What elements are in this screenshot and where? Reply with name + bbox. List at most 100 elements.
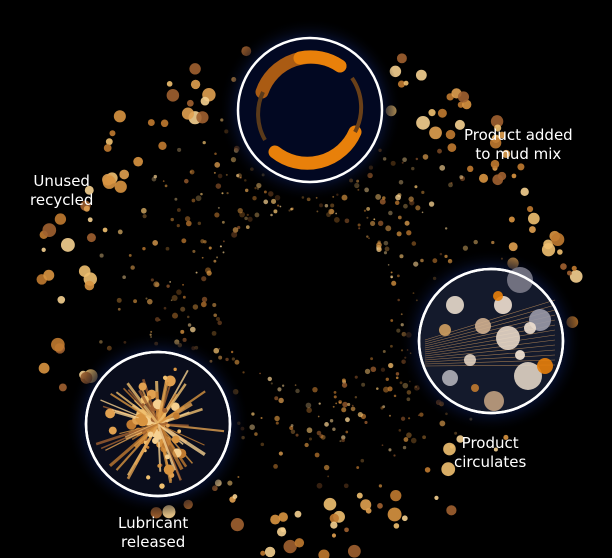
suspended-particle bbox=[496, 326, 520, 350]
particle bbox=[365, 507, 372, 514]
particle bbox=[288, 209, 291, 212]
particle bbox=[394, 200, 400, 206]
particle bbox=[294, 384, 297, 386]
particle bbox=[318, 402, 321, 405]
particle bbox=[189, 169, 195, 175]
particle bbox=[57, 295, 66, 304]
particle bbox=[478, 173, 489, 183]
burst-droplet bbox=[163, 464, 175, 475]
particle bbox=[314, 452, 320, 458]
particle bbox=[383, 240, 389, 246]
particle bbox=[417, 414, 420, 417]
particle bbox=[158, 318, 161, 322]
particle bbox=[216, 256, 219, 259]
particle bbox=[402, 157, 407, 163]
particle bbox=[402, 382, 409, 389]
suspended-particle bbox=[493, 291, 503, 301]
particle bbox=[341, 194, 348, 201]
particle bbox=[335, 212, 338, 215]
particle bbox=[213, 259, 217, 263]
particle bbox=[244, 188, 249, 193]
particle bbox=[420, 258, 424, 263]
burst-droplet bbox=[165, 423, 170, 428]
particle bbox=[216, 317, 221, 322]
particle bbox=[184, 178, 189, 184]
particle bbox=[114, 180, 127, 193]
particle bbox=[201, 296, 208, 303]
particle bbox=[176, 289, 182, 295]
particle bbox=[406, 390, 412, 395]
particle bbox=[377, 247, 383, 252]
particle bbox=[260, 416, 263, 420]
particle bbox=[393, 394, 397, 398]
particle bbox=[347, 544, 361, 558]
particle bbox=[330, 521, 338, 529]
particle bbox=[102, 227, 108, 233]
particle bbox=[571, 265, 577, 271]
particle bbox=[237, 475, 240, 478]
particle bbox=[263, 199, 269, 205]
particle bbox=[116, 297, 122, 303]
particle bbox=[503, 434, 509, 441]
particle bbox=[278, 512, 288, 522]
particle bbox=[290, 429, 296, 435]
particle bbox=[283, 539, 297, 554]
particle bbox=[446, 505, 457, 516]
particle bbox=[413, 261, 419, 267]
particle bbox=[444, 254, 448, 259]
particle bbox=[51, 337, 65, 352]
suspended-particle bbox=[442, 370, 458, 386]
particle bbox=[162, 180, 165, 182]
particle bbox=[401, 161, 404, 164]
particle bbox=[437, 108, 447, 118]
particle bbox=[569, 270, 583, 283]
particle bbox=[260, 550, 266, 556]
label-line: released bbox=[121, 533, 186, 551]
particle bbox=[176, 208, 181, 212]
particle bbox=[434, 495, 439, 500]
particle bbox=[260, 442, 265, 447]
particle bbox=[396, 328, 401, 333]
particle bbox=[411, 166, 415, 171]
particle bbox=[273, 209, 278, 214]
particle bbox=[354, 375, 358, 379]
suspended-particle bbox=[464, 354, 476, 366]
particle bbox=[395, 194, 401, 201]
burst-droplet bbox=[171, 402, 180, 411]
flow-line bbox=[424, 344, 556, 359]
particle bbox=[117, 307, 121, 311]
particle bbox=[263, 190, 267, 194]
particle bbox=[232, 227, 239, 233]
flow-line bbox=[424, 334, 556, 355]
stage-mixing bbox=[218, 18, 402, 202]
particle bbox=[319, 434, 324, 439]
particle bbox=[133, 299, 138, 304]
burst-droplet bbox=[141, 403, 145, 407]
particle bbox=[333, 390, 337, 394]
particle bbox=[278, 397, 284, 404]
particle bbox=[244, 216, 248, 221]
particle bbox=[218, 347, 221, 350]
particle bbox=[324, 204, 329, 208]
particle bbox=[385, 225, 392, 232]
particle bbox=[128, 253, 132, 257]
particle bbox=[396, 231, 402, 237]
particle bbox=[214, 212, 220, 218]
particle bbox=[58, 383, 67, 392]
label-line: to mud mix bbox=[475, 145, 562, 163]
particle bbox=[290, 424, 294, 427]
particle bbox=[489, 137, 502, 149]
suspended-particle bbox=[515, 350, 525, 360]
particle bbox=[421, 211, 424, 214]
particle bbox=[376, 246, 382, 253]
particle bbox=[187, 323, 192, 327]
particle bbox=[60, 237, 75, 252]
particle bbox=[454, 119, 465, 130]
particle bbox=[166, 81, 173, 87]
particle bbox=[330, 203, 335, 208]
particle bbox=[560, 263, 567, 270]
particle bbox=[398, 429, 402, 432]
particle bbox=[197, 221, 202, 226]
particle bbox=[339, 440, 342, 443]
